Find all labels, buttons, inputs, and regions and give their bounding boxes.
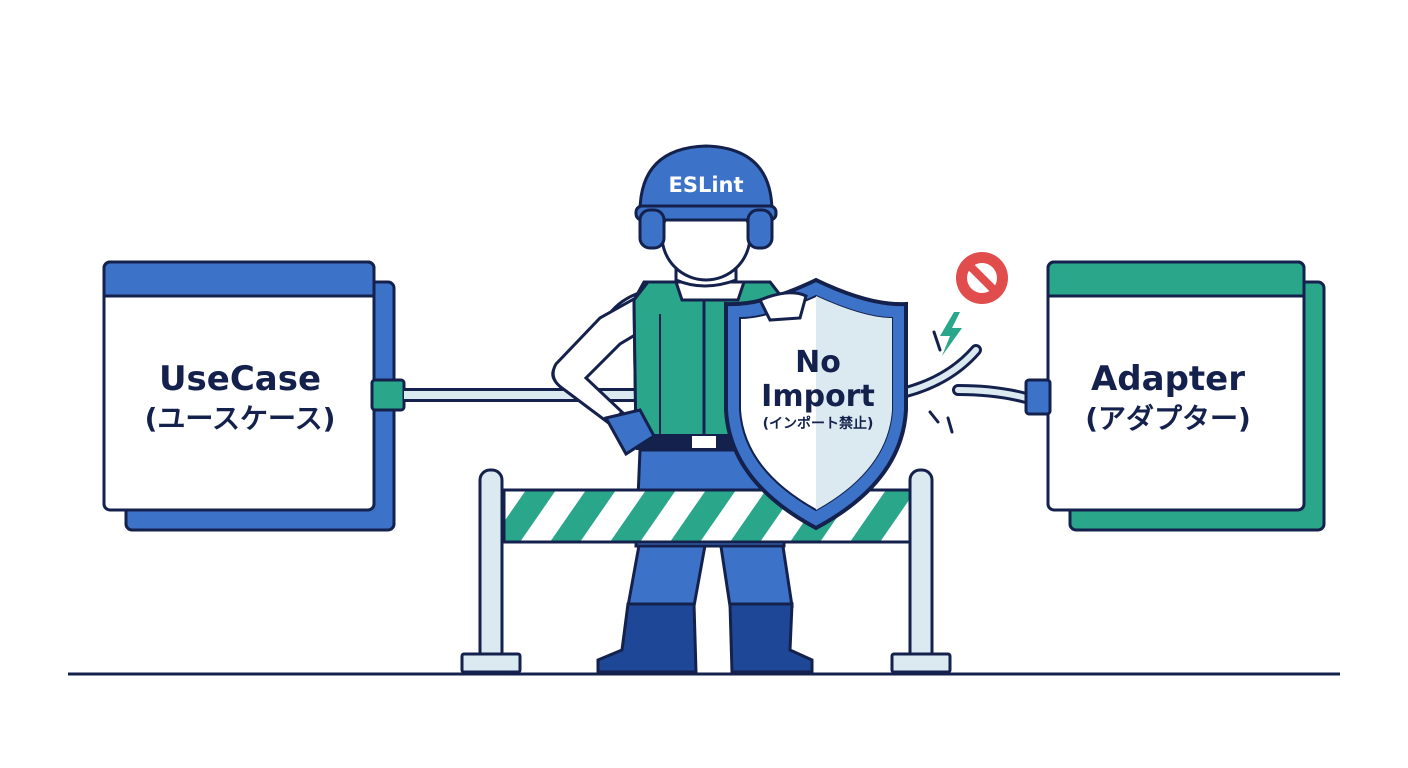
prohibited-icon (956, 252, 1008, 304)
usecase-module (102, 260, 396, 532)
usecase-title: UseCase (158, 359, 322, 399)
guard-legs (596, 538, 814, 674)
helmet-text: ESLint (668, 173, 744, 197)
broken-cable (900, 330, 1052, 434)
shield-line-import: Import (761, 378, 875, 414)
no-import-shield (724, 277, 908, 531)
shield-line-japanese: (インポート禁止) (762, 416, 874, 433)
adapter-subtitle: (アダプター) (1085, 401, 1251, 435)
guard-forearm (757, 291, 808, 322)
shield-label: No Import (インポート禁止) (738, 346, 898, 433)
shield-line-no: No (795, 345, 841, 380)
adapter-label: Adapter (アダプター) (1052, 358, 1284, 436)
barrier-posts (460, 468, 952, 674)
eslint-helmet (634, 144, 778, 250)
adapter-title: Adapter (1090, 359, 1245, 399)
usecase-label: UseCase (ユースケース) (108, 358, 372, 436)
adapter-module (1046, 260, 1326, 532)
lightning-icon (940, 312, 962, 356)
usecase-subtitle: (ユースケース) (144, 401, 336, 435)
